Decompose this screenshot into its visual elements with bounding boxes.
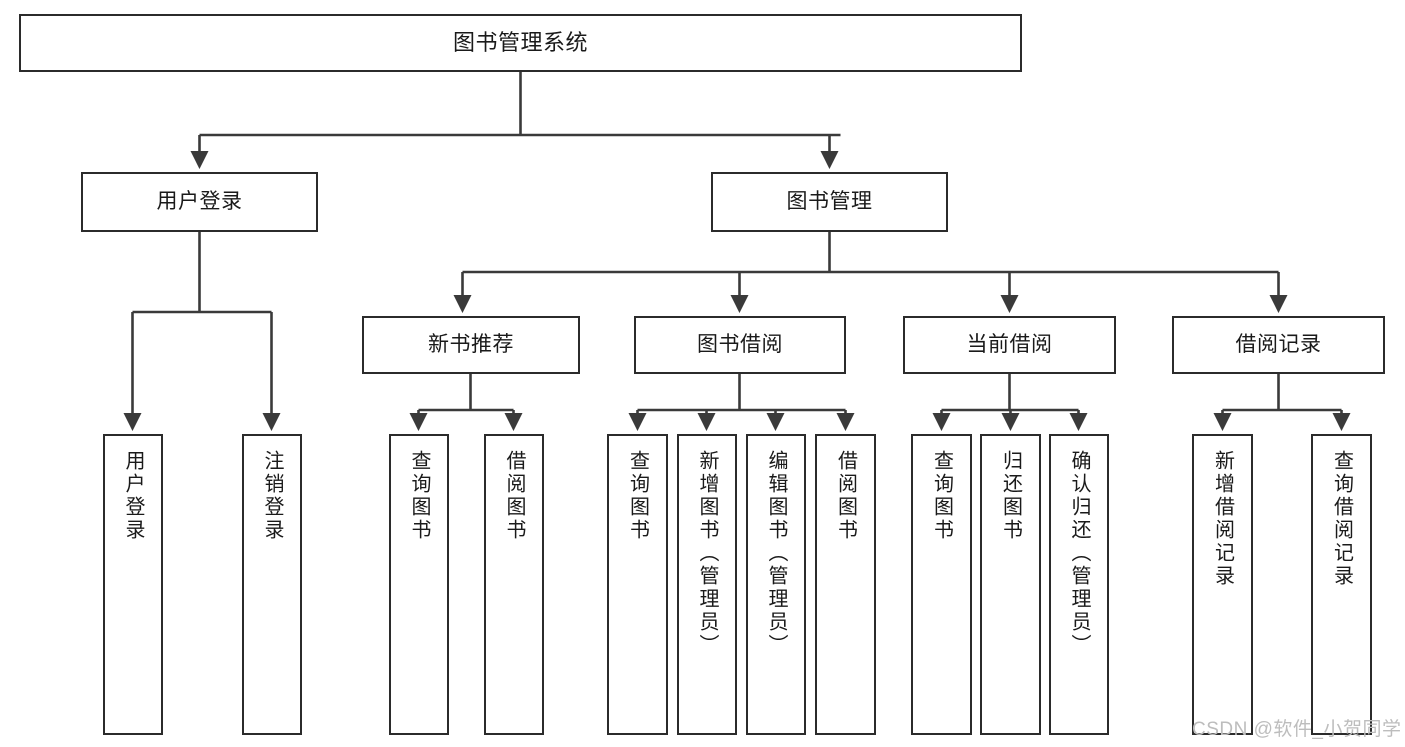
node-label: 查询图书 [626,450,649,542]
node-label: 编辑图书（管理员） [765,450,787,657]
leaf-confirm-return-admin[interactable]: 确认归还（管理员） [1049,434,1109,735]
node-label: 查询借阅记录 [1330,450,1353,588]
leaf-add-book-admin[interactable]: 新增图书（管理员） [677,434,737,735]
node-label: 用户登录 [156,190,243,214]
leaf-user-login[interactable]: 用户登录 [103,434,163,735]
node-label: 查询图书 [408,450,430,542]
node-label: 确认归还（管理员） [1068,450,1090,657]
node-new-book-recommendation[interactable]: 新书推荐 [362,316,580,374]
node-label: 图书管理系统 [452,29,588,55]
node-label: 图书借阅 [697,333,783,357]
node-label: 借阅记录 [1235,333,1322,357]
node-label: 借阅图书 [834,450,857,542]
leaf-add-borrow-record[interactable]: 新增借阅记录 [1192,434,1253,735]
node-label: 新增借阅记录 [1211,450,1234,588]
leaf-logout[interactable]: 注销登录 [242,434,302,735]
node-current-borrowing[interactable]: 当前借阅 [903,316,1116,374]
leaf-borrow-books[interactable]: 借阅图书 [815,434,876,735]
leaf-borrow-books-newbook[interactable]: 借阅图书 [484,434,544,735]
node-label: 当前借阅 [966,333,1053,357]
node-label: 归还图书 [999,450,1022,542]
leaf-query-books-current[interactable]: 查询图书 [911,434,972,735]
node-label: 图书管理 [786,190,873,214]
csdn-watermark: CSDN @软件_小贺同学 [1192,719,1402,740]
node-label: 用户登录 [122,450,144,542]
node-label: 借阅图书 [503,450,525,542]
node-book-management[interactable]: 图书管理 [711,172,948,232]
node-borrowing-records[interactable]: 借阅记录 [1172,316,1385,374]
node-label: 新增图书（管理员） [696,450,718,657]
node-label: 注销登录 [261,450,283,542]
node-root-book-management-system[interactable]: 图书管理系统 [19,14,1022,72]
leaf-edit-book-admin[interactable]: 编辑图书（管理员） [746,434,806,735]
leaf-query-books-borrow[interactable]: 查询图书 [607,434,668,735]
node-book-borrowing[interactable]: 图书借阅 [634,316,846,374]
leaf-return-books[interactable]: 归还图书 [980,434,1041,735]
node-label: 查询图书 [930,450,953,542]
node-user-login[interactable]: 用户登录 [81,172,318,232]
leaf-query-books-newbook[interactable]: 查询图书 [389,434,449,735]
node-label: 新书推荐 [428,333,514,357]
leaf-query-borrow-record[interactable]: 查询借阅记录 [1311,434,1372,735]
